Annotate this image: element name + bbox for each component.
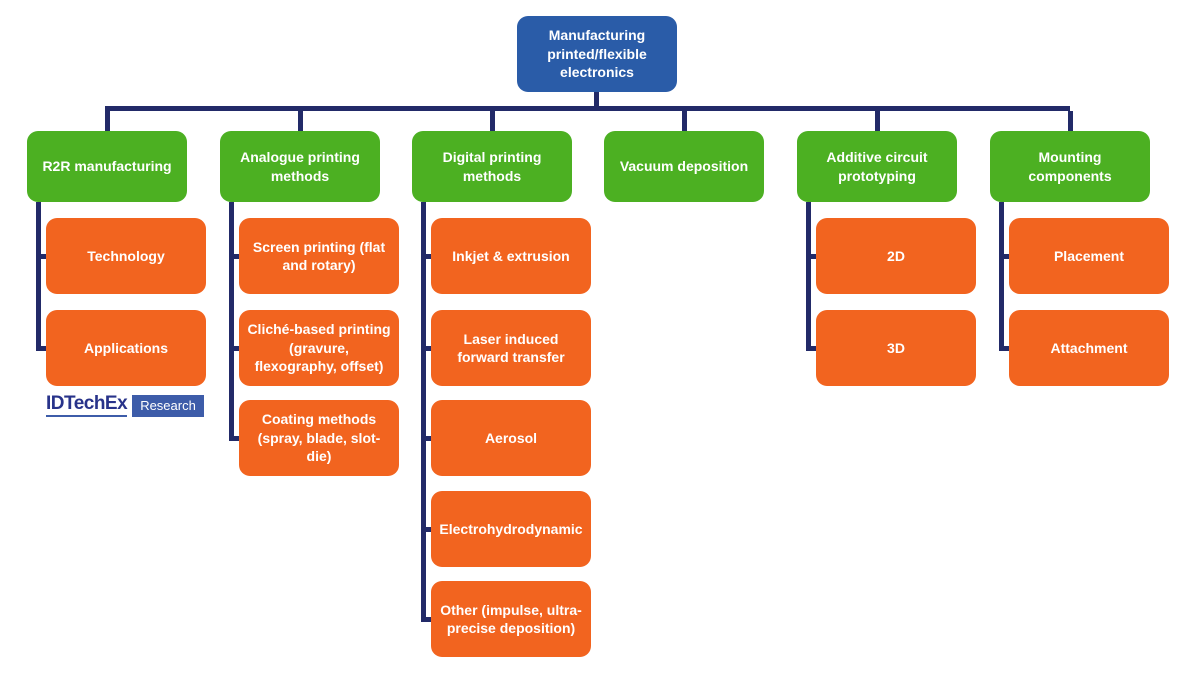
connector-stub xyxy=(229,254,240,259)
item-node-aerosol: Aerosol xyxy=(431,400,591,476)
item-node-laser-transfer: Laser induced forward transfer xyxy=(431,310,591,386)
connector-branch xyxy=(806,202,811,351)
connector-stub xyxy=(229,436,240,441)
item-node-electrohydrodynamic: Electrohydrodynamic xyxy=(431,491,591,567)
item-node-cliche-printing: Cliché-based printing (gravure, flexogra… xyxy=(239,310,399,386)
connector-stub xyxy=(421,346,432,351)
category-node-mounting-components: Mounting components xyxy=(990,131,1150,202)
connector-root-stem xyxy=(594,92,599,106)
connector-stub xyxy=(36,254,47,259)
connector-drop xyxy=(875,111,880,131)
connector-drop xyxy=(490,111,495,131)
item-node-3d: 3D xyxy=(816,310,976,386)
item-node-screen-printing: Screen printing (flat and rotary) xyxy=(239,218,399,294)
connector-branch xyxy=(36,202,41,351)
connector-stub xyxy=(421,254,432,259)
category-node-analogue-printing: Analogue printing methods xyxy=(220,131,380,202)
category-node-r2r-manufacturing: R2R manufacturing xyxy=(27,131,187,202)
connector-stub xyxy=(999,346,1010,351)
connector-stub xyxy=(421,617,432,622)
connector-drop xyxy=(1068,111,1073,131)
item-node-applications: Applications xyxy=(46,310,206,386)
item-node-coating-methods: Coating methods (spray, blade, slot-die) xyxy=(239,400,399,476)
connector-drop xyxy=(105,111,110,131)
item-node-attachment: Attachment xyxy=(1009,310,1169,386)
connector-drop xyxy=(682,111,687,131)
connector-stub xyxy=(36,346,47,351)
item-node-technology: Technology xyxy=(46,218,206,294)
idtechex-wordmark: IDTechEx xyxy=(46,394,128,417)
connector-stub xyxy=(229,346,240,351)
connector-stub xyxy=(806,346,817,351)
category-node-vacuum-deposition: Vacuum deposition xyxy=(604,131,764,202)
item-node-inkjet-extrusion: Inkjet & extrusion xyxy=(431,218,591,294)
connector-bus xyxy=(105,106,1070,111)
research-badge: Research xyxy=(132,394,204,417)
root-node-manufacturing: Manufacturing printed/flexible electroni… xyxy=(517,16,677,92)
connector-branch xyxy=(999,202,1004,351)
category-node-additive-circuit: Additive circuit prototyping xyxy=(797,131,957,202)
item-node-other-deposition: Other (impulse, ultra-precise deposition… xyxy=(431,581,591,657)
connector-stub xyxy=(999,254,1010,259)
item-node-placement: Placement xyxy=(1009,218,1169,294)
connector-branch xyxy=(229,202,234,441)
idtechex-logo: IDTechEx Research xyxy=(46,394,204,417)
item-node-2d: 2D xyxy=(816,218,976,294)
connector-stub xyxy=(421,436,432,441)
connector-stub xyxy=(806,254,817,259)
connector-stub xyxy=(421,527,432,532)
connector-drop xyxy=(298,111,303,131)
connector-branch xyxy=(421,202,426,622)
category-node-digital-printing: Digital printing methods xyxy=(412,131,572,202)
